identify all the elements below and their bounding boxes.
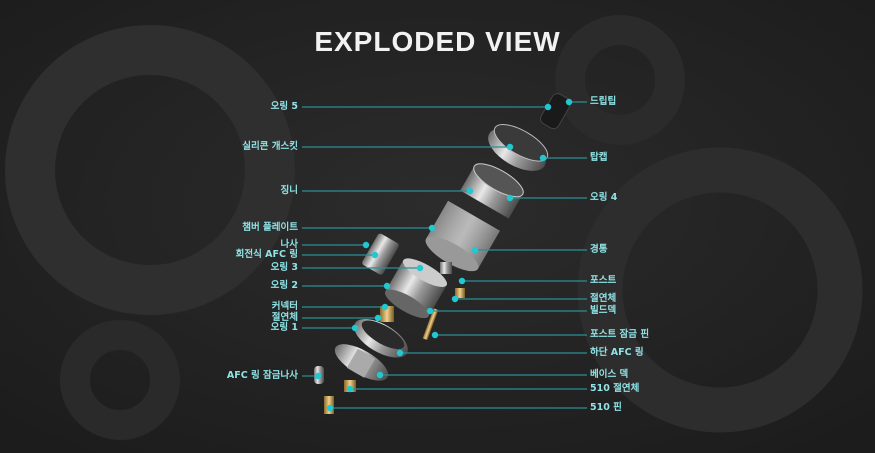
part-label: 나사 — [280, 239, 298, 250]
callout-dot — [431, 331, 439, 339]
part-label: 빌드덱 — [590, 305, 617, 316]
post-pin-part — [422, 308, 439, 341]
drip-tip-part — [540, 93, 571, 130]
callout-dot — [362, 241, 370, 249]
base-deck-part — [334, 344, 389, 381]
callout-dot — [376, 371, 384, 379]
connector-part — [380, 306, 394, 322]
callout-dot — [383, 282, 391, 290]
part-label: AFC 링 잠금나사 — [226, 370, 298, 381]
part-label: 오링 2 — [270, 280, 298, 291]
part-label: 하단 AFC 링 — [590, 347, 644, 358]
part-label: 탑캡 — [590, 152, 608, 163]
callout-dot — [314, 372, 322, 380]
callout-dot — [466, 187, 474, 195]
callout-dot — [544, 103, 552, 111]
callout-dot — [471, 246, 479, 254]
callout-dot — [428, 224, 436, 232]
part-label: 오링 4 — [590, 192, 618, 203]
part-label: 드립팁 — [590, 96, 617, 107]
part-label: 커넥터 — [271, 301, 298, 312]
part-label: 베이스 덱 — [590, 369, 629, 380]
page-title: EXPLODED VIEW — [314, 26, 561, 57]
callout-dot — [458, 277, 466, 285]
callout-dot — [451, 295, 459, 303]
callout-dot — [381, 303, 389, 311]
post-part — [440, 262, 452, 274]
lower-afc-ring-part — [354, 318, 408, 358]
part-label: 오링 3 — [270, 262, 298, 273]
callout-dot — [396, 349, 404, 357]
part-label: 포스트 — [590, 275, 617, 286]
callout-dot — [371, 251, 379, 259]
part-label: 실리콘 개스킷 — [242, 141, 298, 152]
callout-dot — [416, 264, 424, 272]
part-label: 경통 — [590, 244, 608, 255]
tank-part — [425, 200, 500, 272]
part-label: 오링 1 — [270, 322, 298, 333]
part-label: 절연체 — [590, 293, 617, 304]
part-label: 510 절연체 — [590, 383, 640, 394]
callout-dot — [374, 314, 382, 322]
parts — [314, 93, 571, 414]
chamber-part — [460, 163, 524, 219]
callout-dot — [506, 143, 514, 151]
part-label: 회전식 AFC 링 — [235, 249, 298, 260]
insulator-part — [455, 288, 465, 298]
callout-dot — [326, 404, 334, 412]
part-label: 510 핀 — [590, 402, 622, 413]
build-deck-part — [384, 258, 448, 319]
part-label: 징니 — [280, 185, 298, 196]
part-label: 챔버 플레이트 — [242, 222, 298, 233]
callout-dot — [426, 307, 434, 315]
callout-dot — [351, 324, 359, 332]
part-label: 포스트 잠금 핀 — [590, 329, 650, 340]
callout-dot — [506, 194, 514, 202]
callout-dot — [346, 385, 354, 393]
part-label: 오링 5 — [270, 101, 298, 112]
afc-ring-part — [362, 233, 399, 275]
part-label: 절연체 — [271, 312, 298, 323]
callout-dot — [565, 98, 573, 106]
callout-dot — [539, 154, 547, 162]
